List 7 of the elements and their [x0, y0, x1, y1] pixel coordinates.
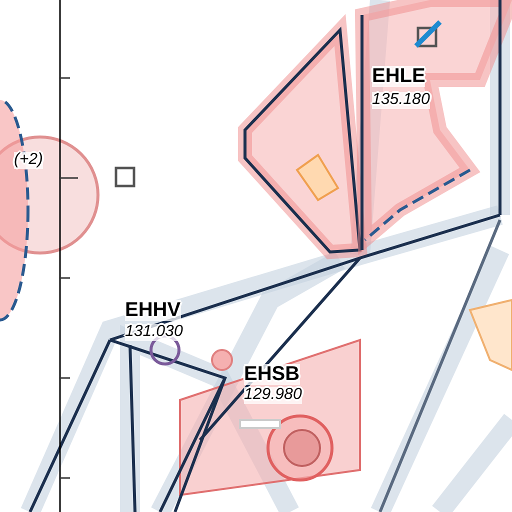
- airport-code: EHHV: [125, 300, 181, 321]
- radio-frequency: 135.180: [372, 92, 430, 109]
- airport-code: EHLE: [372, 66, 426, 87]
- radio-frequency: 129.980: [244, 387, 302, 404]
- altitude-note: (+2): [14, 152, 43, 169]
- radio-frequency: 131.030: [125, 324, 183, 341]
- airport-code: EHSB: [244, 364, 300, 385]
